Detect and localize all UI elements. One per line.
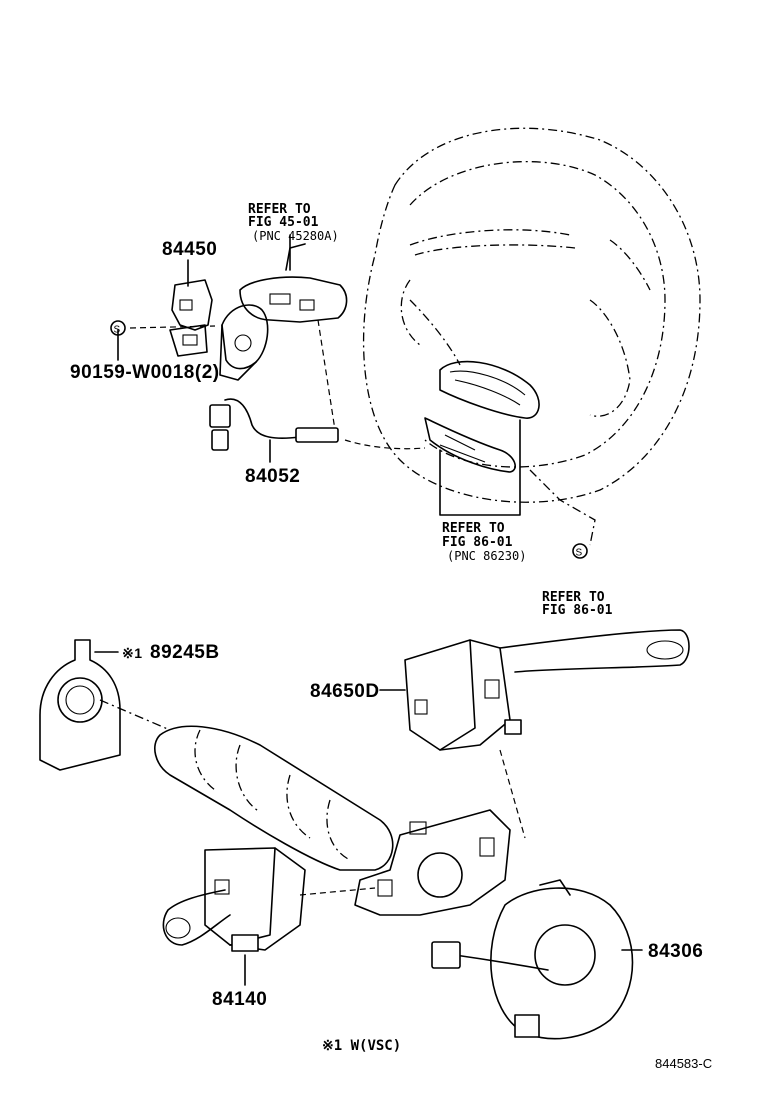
svg-text:FIG 86-01: FIG 86-01 [542, 603, 613, 618]
part-label-89245b: 89245B [150, 642, 220, 663]
svg-text:(PNC 86230): (PNC 86230) [447, 549, 526, 563]
steering-wheel-drawing [362, 127, 701, 546]
svg-text:REFER TO: REFER TO [542, 590, 605, 605]
part-label-84140: 84140 [212, 989, 267, 1010]
part-label-84052: 84052 [245, 466, 300, 487]
column-upper-drawing [219, 243, 348, 431]
ignition-switch-drawing [129, 279, 216, 357]
svg-text:REFER TO: REFER TO [248, 202, 311, 217]
refer-block-86-01-a: REFER TO FIG 86-01 (PNC 86230) [442, 521, 526, 563]
svg-text:FIG 86-01: FIG 86-01 [442, 535, 513, 550]
part-label-84650d: 84650D [310, 681, 380, 702]
steering-column-drawing [154, 725, 526, 916]
refer-block-86-01-b: REFER TO FIG 86-01 [542, 590, 613, 618]
leader-lines [94, 234, 643, 986]
note-marker-89245b: ※1 [122, 645, 143, 661]
part-label-84306: 84306 [648, 941, 703, 962]
s-marker-right: S [572, 543, 588, 559]
svg-text:FIG 45-01: FIG 45-01 [248, 215, 319, 230]
svg-text:(PNC 45280A): (PNC 45280A) [252, 229, 339, 243]
svg-text:S: S [114, 325, 121, 336]
switch-84650d-drawing [404, 629, 690, 751]
part-label-84450: 84450 [162, 239, 217, 260]
diagram-code: 844583-C [655, 1056, 712, 1071]
sensor-89245b-drawing [39, 639, 171, 771]
part-label-90159: 90159-W0018(2) [70, 362, 220, 383]
wire-harness-84052-drawing [209, 398, 426, 451]
footnote: ※1 W(VSC) [322, 1038, 401, 1054]
svg-text:S: S [576, 548, 583, 559]
spiral-cable-84306-drawing [431, 879, 634, 1040]
switch-84140-drawing [162, 847, 306, 952]
svg-text:REFER TO: REFER TO [442, 521, 505, 536]
s-marker-left: S [110, 320, 126, 336]
refer-block-45-01: REFER TO FIG 45-01 (PNC 45280A) [248, 202, 339, 243]
